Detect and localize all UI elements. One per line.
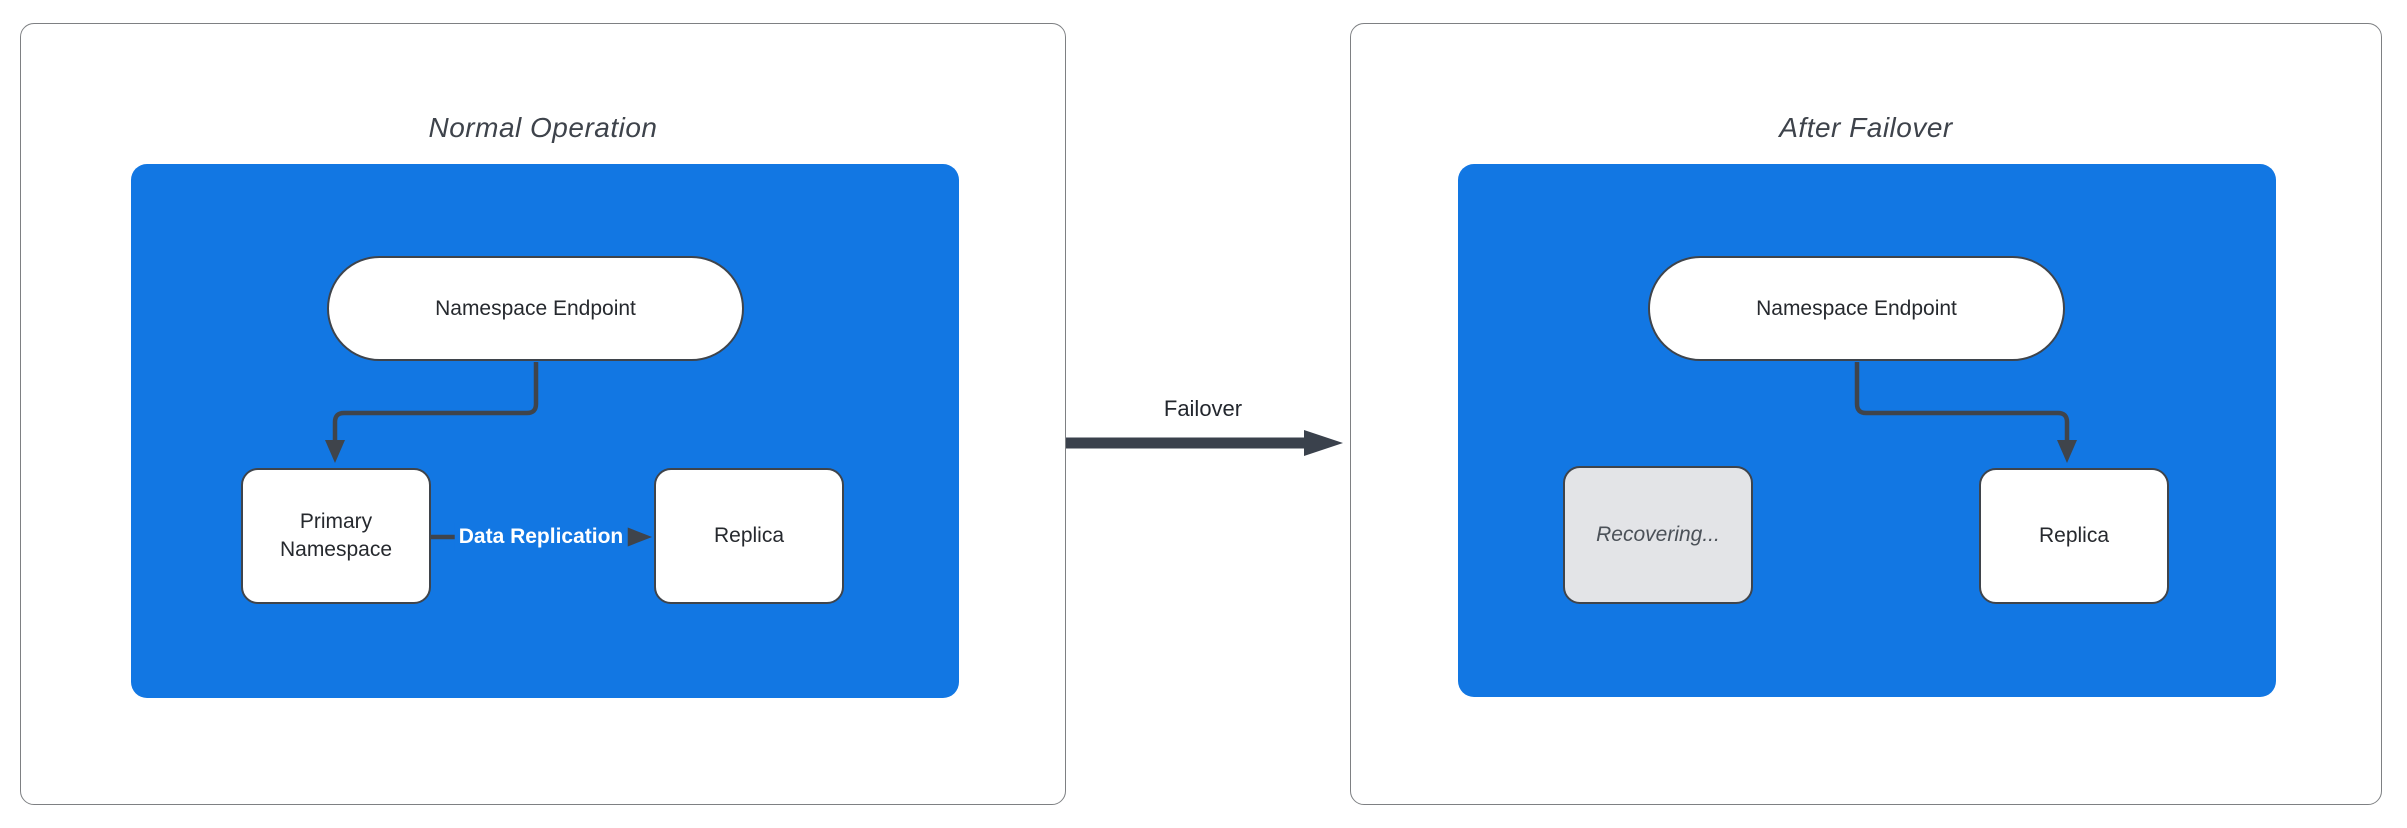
panel-title-normal-operation: Normal Operation — [428, 112, 658, 143]
cluster-normal-operation: Namespace Endpoint Primary Namespace Rep… — [131, 164, 959, 698]
node-label: Namespace Endpoint — [1756, 296, 1957, 320]
node-label: Replica — [2038, 524, 2110, 548]
edge-label-failover: Failover — [1163, 396, 1243, 421]
node-replica-failover: Replica — [1979, 468, 2169, 604]
panel-after-failover: After Failover Namespace Endpoint Recove… — [1350, 23, 2382, 805]
node-label: Replica — [713, 524, 785, 548]
node-replica-normal: Replica — [654, 468, 844, 604]
node-label: Recovering... — [1596, 523, 1720, 547]
arrowhead-failover — [1304, 430, 1343, 456]
node-label: Namespace Endpoint — [435, 296, 636, 320]
node-recovering: Recovering... — [1563, 466, 1753, 604]
node-namespace-endpoint-failover: Namespace Endpoint — [1648, 256, 2065, 361]
cluster-after-failover: Namespace Endpoint Recovering... Replica — [1458, 164, 2276, 697]
node-namespace-endpoint-normal: Namespace Endpoint — [327, 256, 744, 361]
panel-normal-operation: Normal Operation Namespace Endpoint Prim… — [20, 23, 1066, 805]
node-label: Primary Namespace — [279, 510, 393, 561]
panel-title-after-failover: After Failover — [1779, 112, 1953, 143]
node-primary-namespace: Primary Namespace — [241, 468, 431, 604]
edge-label-data-replication: Data Replication — [454, 523, 628, 551]
